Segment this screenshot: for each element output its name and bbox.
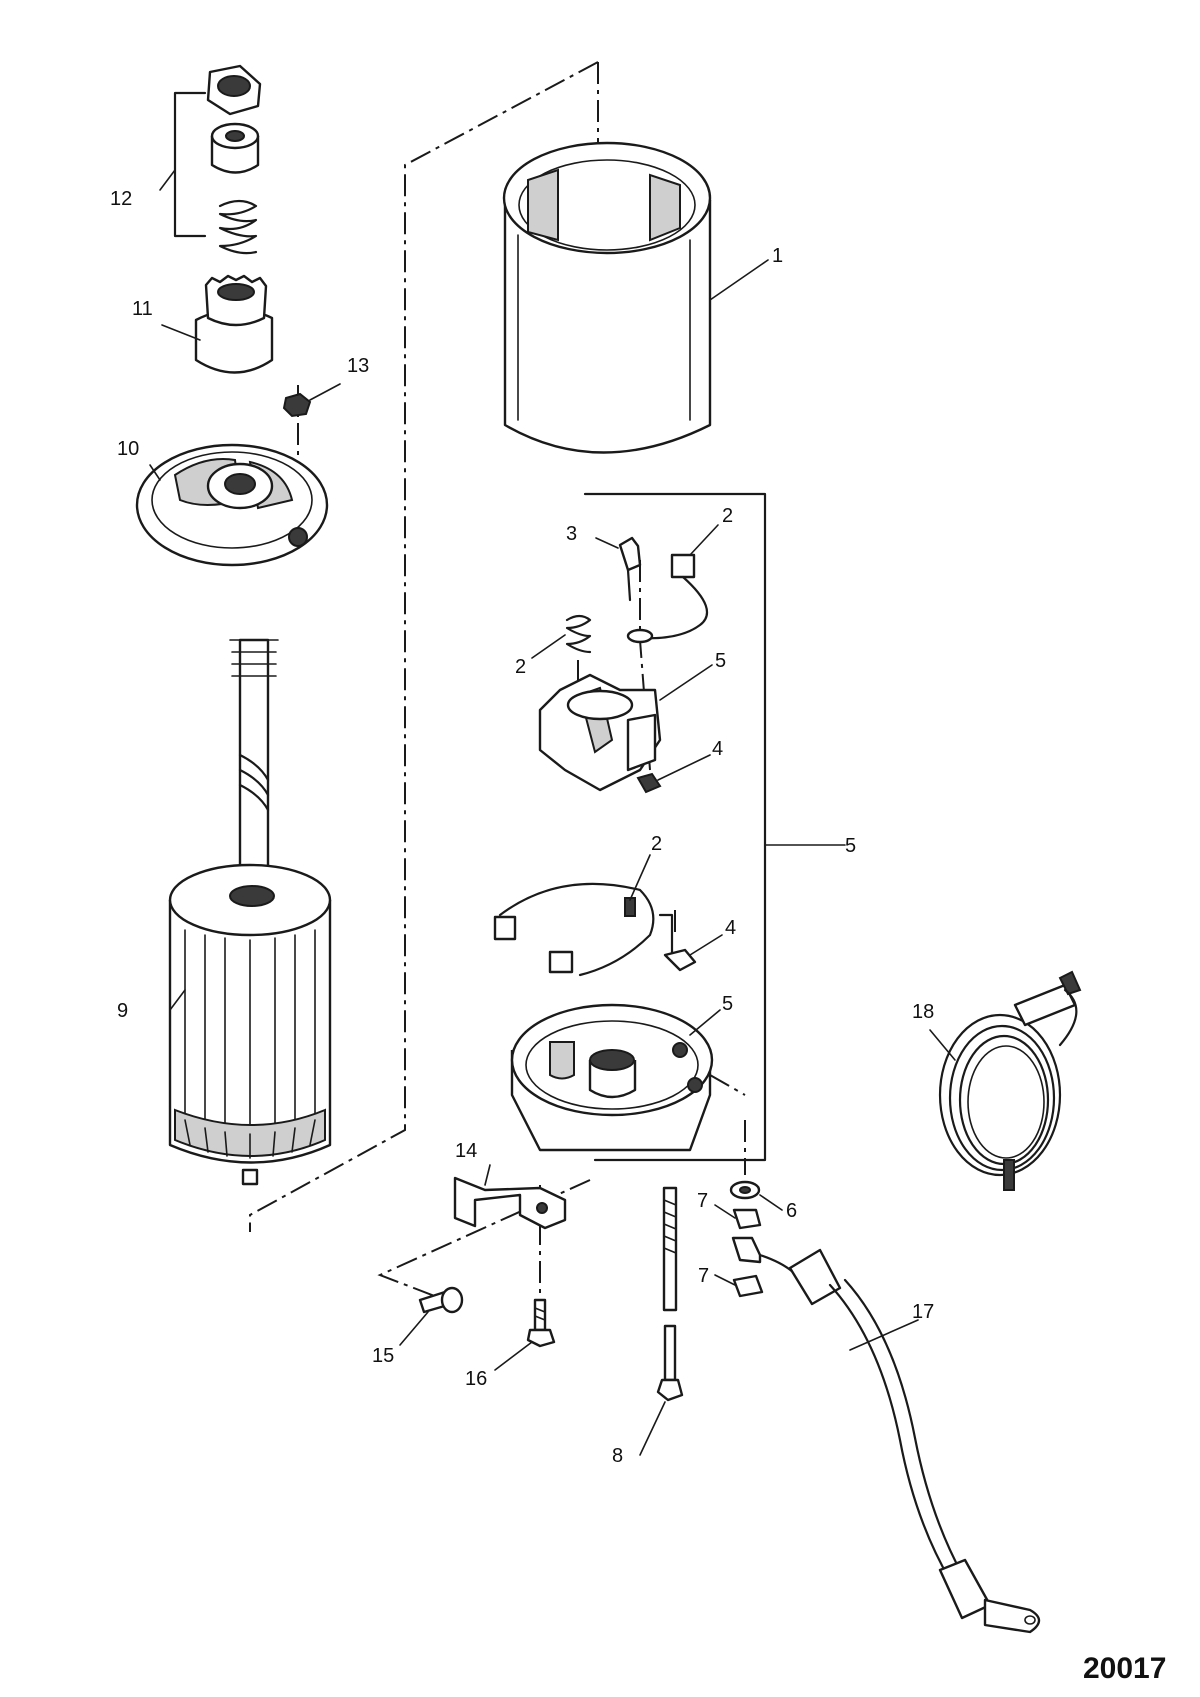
brush-holder-assembly [538, 492, 846, 1162]
callout-17: 17 [912, 1301, 934, 1323]
callout-12: 12 [110, 188, 132, 210]
drive-pinion [194, 274, 274, 374]
callout-13: 13 [347, 355, 369, 377]
callout-6: 6 [786, 1200, 797, 1222]
drive-end-cap [135, 443, 329, 567]
callout-16: 16 [465, 1368, 487, 1390]
callout-leaders [149, 259, 956, 1456]
callout-2-top: 2 [722, 505, 733, 527]
callout-11: 11 [132, 298, 153, 320]
starter-cable [731, 1236, 1041, 1634]
callout-8: 8 [612, 1445, 623, 1467]
callout-labels: 1 2 3 2 5 4 5 2 4 5 6 7 7 8 9 10 11 12 1… [110, 188, 934, 1467]
armature [168, 638, 332, 1186]
callout-5-plate: 5 [715, 650, 726, 672]
pinion-hardware-set [159, 64, 262, 255]
callout-7-lower: 7 [698, 1265, 709, 1287]
callout-3: 3 [566, 523, 577, 545]
bracket-screws [418, 1286, 556, 1348]
callout-15: 15 [372, 1345, 394, 1367]
callout-2-lower: 2 [651, 833, 662, 855]
callout-18: 18 [912, 1001, 934, 1023]
mounting-bracket [453, 1176, 567, 1230]
callout-4-lower: 4 [725, 917, 736, 939]
callout-14: 14 [455, 1140, 477, 1162]
figure-code: 20017 [1083, 1652, 1166, 1685]
wiring-harness-coil [938, 970, 1082, 1191]
callout-9: 9 [117, 1000, 128, 1022]
callout-10: 10 [117, 438, 139, 460]
terminal-hardware [729, 1180, 764, 1298]
callout-2-spring: 2 [515, 656, 526, 678]
callout-5-assembly: 5 [845, 835, 856, 857]
small-lock-nut [282, 392, 312, 418]
callout-5-cap: 5 [722, 993, 733, 1015]
callout-7-upper: 7 [697, 1190, 708, 1212]
field-frame-housing [502, 141, 712, 454]
callout-4-upper: 4 [712, 738, 723, 760]
callout-1: 1 [772, 245, 783, 267]
commutator-end-cap [493, 882, 714, 1152]
through-bolt [656, 1186, 684, 1402]
